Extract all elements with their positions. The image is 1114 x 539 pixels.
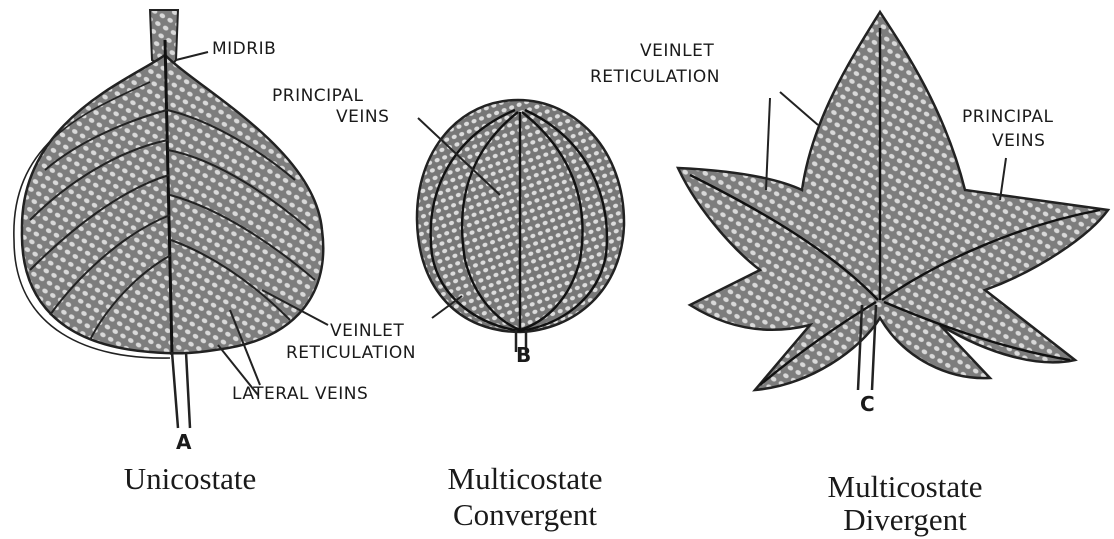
label-lateral-veins: LATERAL VEINS: [232, 383, 368, 405]
label-midrib: MIDRIB: [212, 38, 276, 60]
figure-letter-b: B: [516, 343, 531, 367]
label-veinlet-reticulation-a-line1: VEINLET: [330, 320, 404, 342]
leaf-c-reticulation-pointer-1: [766, 98, 770, 190]
label-principal-veins-b-line1: PRINCIPAL: [272, 85, 363, 107]
leaf-c-blade: [678, 12, 1108, 390]
leaf-c-reticulation-pointer-2: [780, 92, 818, 125]
label-veinlet-reticulation-c-line2: RETICULATION: [590, 66, 720, 88]
leaf-b-convergent: [417, 100, 624, 352]
label-principal-veins-c-line1: PRINCIPAL: [962, 106, 1053, 128]
label-principal-veins-b-line2: VEINS: [336, 106, 389, 128]
leaf-a-midrib-pointer: [176, 52, 208, 60]
figure-letter-a: A: [176, 430, 191, 454]
caption-unicostate: Unicostate: [80, 462, 300, 496]
label-veinlet-reticulation-c-line1: VEINLET: [640, 40, 714, 62]
label-principal-veins-c-line2: VEINS: [992, 130, 1045, 152]
figure-letter-c: C: [860, 392, 875, 416]
leaf-a-unicostate: [14, 10, 328, 428]
label-veinlet-reticulation-a-line2: RETICULATION: [286, 342, 416, 364]
leaf-c-divergent: [678, 12, 1108, 390]
caption-divergent-line2: Divergent: [780, 503, 1030, 537]
leaf-c-principal-pointer: [1000, 158, 1006, 200]
caption-divergent-line1: Multicostate: [780, 470, 1030, 504]
caption-convergent-line2: Convergent: [400, 498, 650, 532]
caption-convergent-line1: Multicostate: [400, 462, 650, 496]
leaf-a-petiole: [172, 352, 190, 428]
